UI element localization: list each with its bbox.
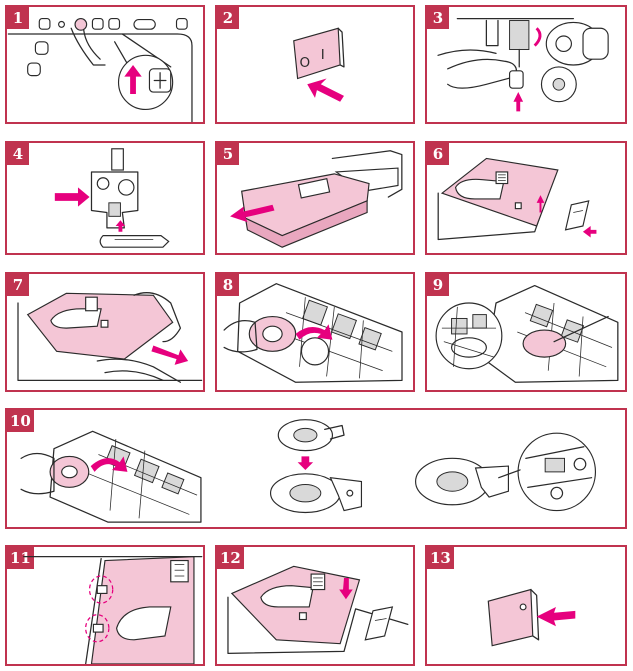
arrow-icon bbox=[90, 456, 128, 472]
cover-tabs-illustration bbox=[23, 556, 203, 664]
presser-foot-illustration bbox=[54, 148, 170, 248]
step-panel-11: 11 bbox=[5, 545, 205, 666]
bobbin-case-insertion-illustration bbox=[20, 419, 597, 523]
hand-icon bbox=[20, 452, 55, 495]
arrow-icon bbox=[295, 324, 333, 340]
hand-icon bbox=[447, 58, 518, 89]
step-panel-7: 7 bbox=[5, 272, 205, 392]
needle-position-button-icon bbox=[74, 18, 88, 31]
step-panel-1: 1 bbox=[5, 5, 205, 124]
needle-raise-illustration bbox=[437, 17, 609, 112]
step-panel-9: 9 bbox=[425, 272, 627, 392]
needle-plate-cover-icon bbox=[26, 292, 174, 360]
step-number: 7 bbox=[7, 274, 29, 296]
hand-icon bbox=[223, 320, 258, 353]
machine-buttons-illustration bbox=[7, 18, 193, 122]
step-panel-2: 2 O I bbox=[215, 5, 415, 124]
step-number: 12 bbox=[217, 547, 244, 569]
magnified-hook-icon bbox=[435, 302, 503, 370]
step-number: 6 bbox=[427, 143, 449, 165]
presser-foot-icon bbox=[99, 235, 170, 248]
step-panel-6: 6 bbox=[425, 141, 627, 255]
step-number: 11 bbox=[7, 547, 34, 569]
arrow-icon bbox=[230, 204, 275, 223]
hand-icon bbox=[133, 292, 182, 343]
step-number: 5 bbox=[217, 143, 239, 165]
arrow-icon bbox=[297, 456, 314, 470]
step-panel-12: 12 bbox=[215, 545, 415, 666]
arrow-icon bbox=[536, 195, 545, 213]
step-number: 10 bbox=[7, 410, 34, 432]
switch-off-symbol: O bbox=[300, 55, 311, 71]
arrow-icon bbox=[151, 345, 189, 365]
step-number: 13 bbox=[427, 547, 454, 569]
step-number: 2 bbox=[217, 7, 239, 29]
step-panel-8: 8 bbox=[215, 272, 415, 392]
step-panel-5: 5 bbox=[215, 141, 415, 255]
step-panel-4: 4 bbox=[5, 141, 205, 255]
button-icon bbox=[38, 18, 51, 30]
power-switch-on-illustration bbox=[487, 588, 576, 647]
bobbin-case-removal-illustration bbox=[223, 283, 403, 383]
cover-removal-illustration bbox=[17, 292, 203, 383]
step-panel-13: 13 bbox=[425, 545, 627, 666]
lint-cleaning-illustration bbox=[435, 284, 619, 383]
arrow-icon bbox=[536, 606, 576, 627]
power-switch-icon bbox=[487, 588, 534, 647]
power-switch-icon bbox=[293, 27, 341, 80]
arrow-icon bbox=[307, 78, 344, 102]
needle-plate-cover-illustration bbox=[437, 157, 597, 241]
step-number: 9 bbox=[427, 274, 449, 296]
step-number: 1 bbox=[7, 7, 29, 29]
arrow-icon bbox=[513, 92, 524, 112]
step-number: 4 bbox=[7, 143, 29, 165]
cover-replacement-illustration bbox=[227, 565, 409, 654]
power-switch-illustration: O I bbox=[293, 27, 345, 102]
step-panel-10: 10 bbox=[5, 408, 627, 529]
arrow-icon bbox=[54, 187, 90, 207]
step-number: 8 bbox=[217, 274, 239, 296]
arrow-icon bbox=[124, 64, 142, 94]
arrow-icon bbox=[339, 577, 353, 600]
hand-icon bbox=[70, 27, 106, 66]
flat-bed-removal-illustration bbox=[230, 150, 403, 248]
switch-on-symbol: I bbox=[321, 47, 325, 63]
step-number: 3 bbox=[427, 7, 449, 29]
step-panel-3: 3 bbox=[425, 5, 627, 124]
